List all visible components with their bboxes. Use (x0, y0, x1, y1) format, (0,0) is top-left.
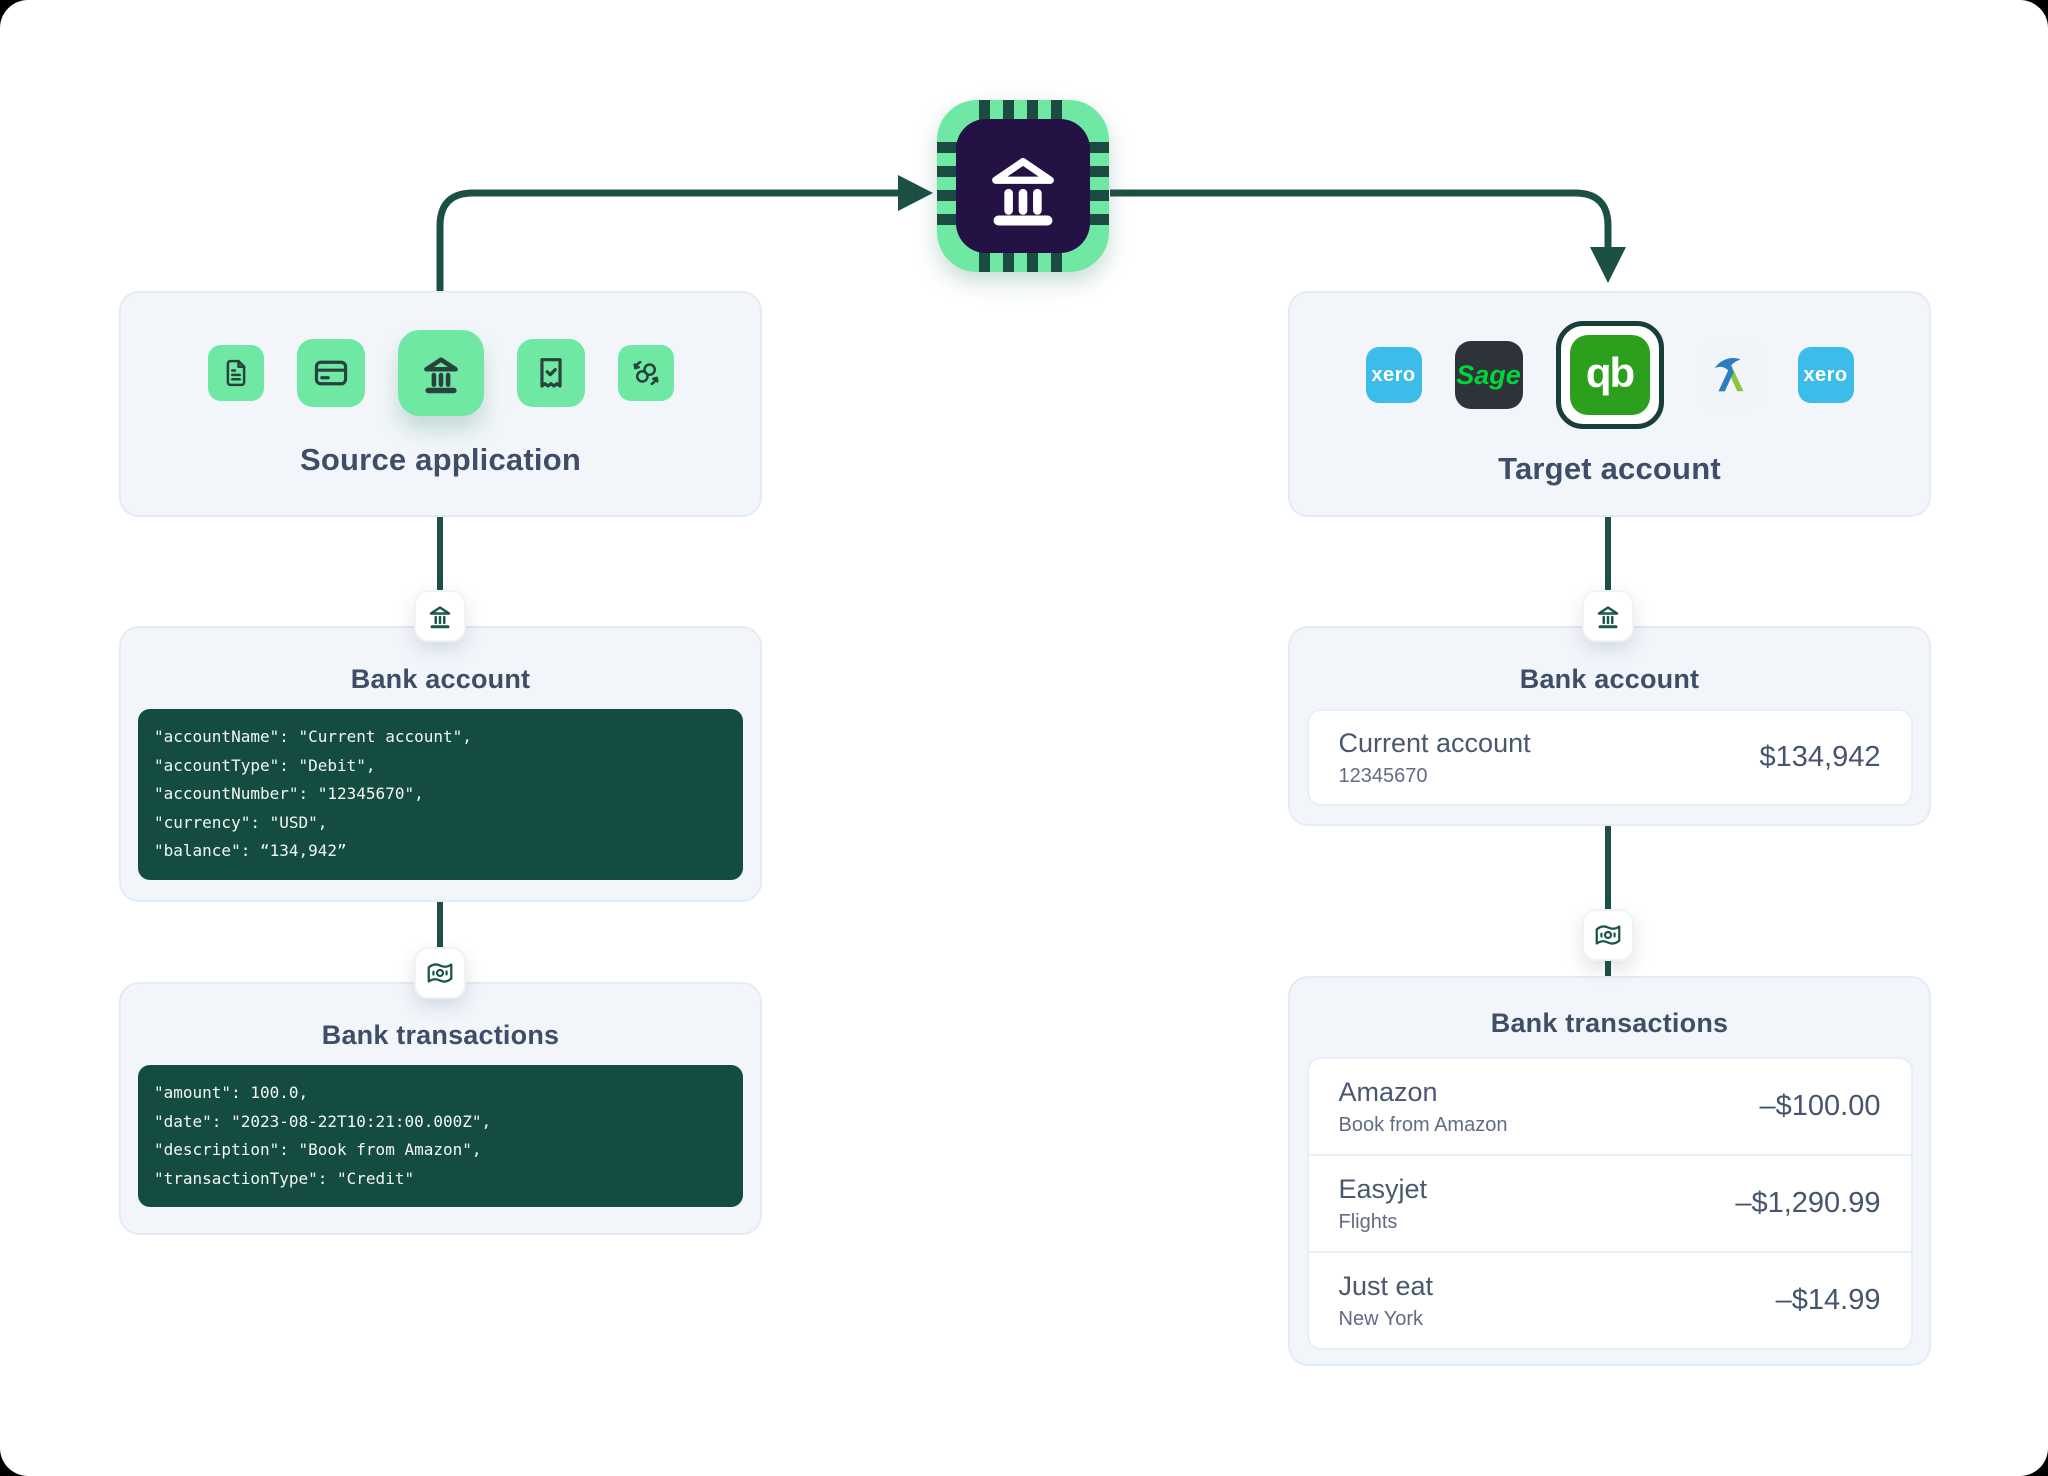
code-line: "description": "Book from Amazon", (154, 1140, 482, 1159)
bank-tile (397, 330, 484, 416)
bank-icon (992, 157, 1054, 226)
source-icons-row (207, 330, 674, 416)
receipt-tile (516, 339, 585, 407)
banknote-badge (414, 947, 466, 999)
code-line: "accountNumber": "12345670", (154, 784, 424, 803)
chip-pins-top (979, 100, 1067, 120)
transaction-amount: –$100.00 (1759, 1090, 1881, 1122)
transaction-amount: –$14.99 (1775, 1284, 1881, 1316)
transaction-name: Just eat (1338, 1270, 1434, 1301)
code-line: "balance": “134,942” (154, 841, 347, 860)
document-tile (207, 345, 264, 401)
bank-badge (1582, 590, 1634, 642)
chip-pins-left (937, 142, 957, 230)
account-balance: $134,942 (1759, 741, 1881, 773)
account-summary-panel: Current account 12345670 $134,942 (1306, 709, 1913, 806)
chip-pins-right (1089, 142, 1109, 230)
freeagent-logo (1696, 341, 1765, 409)
xero-logo-text: xero (1803, 363, 1848, 386)
code-line: "transactionType": "Credit" (154, 1168, 415, 1188)
source-bank-transactions-card: Bank transactions "amount": 100.0, "date… (119, 982, 762, 1235)
sage-logo: Sage (1454, 341, 1523, 409)
banknote-badge (1582, 909, 1634, 961)
bank-transactions-title: Bank transactions (321, 1020, 560, 1050)
receipt-check-icon (539, 358, 562, 388)
transaction-info: Just eat New York (1339, 1271, 1434, 1331)
bank-account-json: "accountName": "Current account", "accou… (138, 709, 743, 880)
freeagent-icon (1714, 358, 1743, 392)
target-bank-transactions-card: Bank transactions Amazon Book from Amazo… (1288, 976, 1931, 1366)
transaction-row: Just eat New York –$14.99 (1308, 1251, 1911, 1348)
bank-account-title: Bank account (350, 664, 531, 694)
bank-chip-hub (937, 100, 1109, 272)
source-bank-account-card: Bank account "accountName": "Current acc… (119, 626, 762, 902)
banknote-icon (1595, 925, 1621, 945)
xero-logo: xero (1797, 347, 1854, 403)
chip-pins-bottom (979, 252, 1067, 272)
account-number: 12345670 (1338, 764, 1428, 787)
quickbooks-logo: qb (1569, 335, 1650, 415)
quickbooks-logo-text: qb (1585, 349, 1635, 396)
code-line: "currency": "USD", (154, 812, 328, 832)
transaction-amount: –$1,290.99 (1735, 1187, 1881, 1219)
transaction-row: Easyjet Flights –$1,290.99 (1308, 1154, 1911, 1251)
sync-tile (617, 345, 674, 401)
credit-card-icon (314, 360, 347, 386)
banknote-icon (427, 963, 453, 983)
xero-logo: xero (1365, 347, 1422, 403)
transaction-row: Amazon Book from Amazon –$100.00 (1309, 1059, 1911, 1154)
code-line: "amount": 100.0, (154, 1083, 309, 1102)
transaction-info: Easyjet Flights (1339, 1174, 1428, 1234)
document-icon (226, 359, 245, 387)
quickbooks-logo-ring: qb (1555, 321, 1664, 429)
source-application-card: Source application (119, 291, 762, 517)
credit-card-tile (296, 339, 365, 407)
transactions-list-panel: Amazon Book from Amazon –$100.00 Easyjet… (1306, 1057, 1913, 1350)
transaction-description: Book from Amazon (1338, 1113, 1508, 1136)
transaction-description: New York (1338, 1307, 1424, 1330)
account-name: Current account (1338, 727, 1531, 758)
target-card-title: Target account (1498, 451, 1721, 486)
target-logos-row: xero Sage qb xero (1365, 321, 1854, 429)
bank-icon (423, 357, 458, 394)
target-bank-account-card: Bank account Current account 12345670 $1… (1288, 626, 1931, 826)
target-account-card: xero Sage qb xero Target account (1288, 291, 1931, 517)
bank-badge (414, 590, 466, 642)
chip-body (937, 100, 1109, 272)
bank-icon (1597, 606, 1619, 629)
sync-exchange-icon (633, 360, 658, 386)
sage-logo-text: Sage (1456, 359, 1521, 390)
code-line: "date": "2023-08-22T10:21:00.000Z", (154, 1111, 492, 1131)
code-line: "accountName": "Current account", (154, 727, 472, 746)
code-line: "accountType": "Debit", (154, 755, 376, 775)
chip-core (956, 119, 1090, 253)
bank-account-title: Bank account (1519, 664, 1700, 694)
xero-logo-text: xero (1371, 363, 1416, 386)
bank-icon (429, 606, 451, 629)
bank-transactions-title: Bank transactions (1490, 1008, 1729, 1038)
transaction-info: Amazon Book from Amazon (1339, 1077, 1508, 1137)
bank-transactions-json: "amount": 100.0, "date": "2023-08-22T10:… (138, 1065, 743, 1207)
account-info: Current account 12345670 (1339, 728, 1531, 788)
transaction-description: Flights (1338, 1210, 1398, 1233)
transaction-name: Easyjet (1338, 1173, 1428, 1204)
transaction-name: Amazon (1338, 1076, 1438, 1107)
source-card-title: Source application (300, 442, 581, 477)
